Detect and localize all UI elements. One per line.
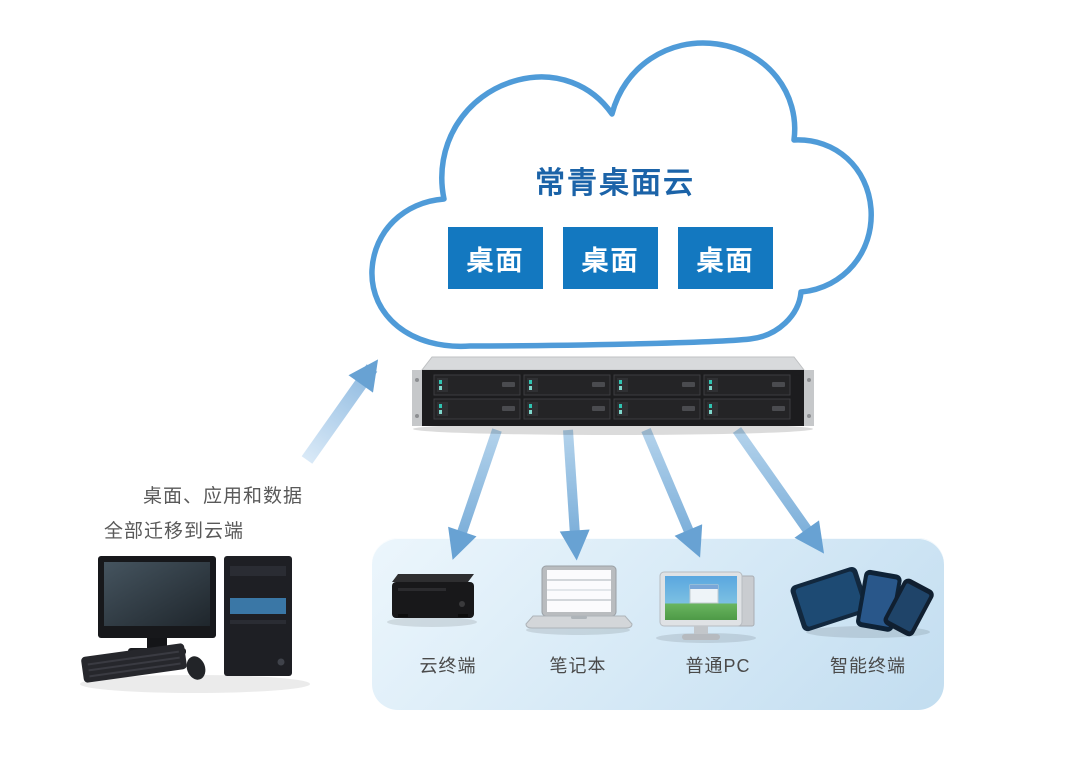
delivery-arrow-1 [448,428,502,560]
device-label-laptop: 笔记本 [549,656,607,676]
device-label-normal-pc: 普通PC [685,656,751,676]
desktop-boxes: 桌面 桌面 桌面 [448,227,773,289]
delivery-arrow-3 [641,428,703,558]
migration-note-line1: 桌面、应用和数据 [143,486,304,507]
delivery-arrow-2 [559,429,590,561]
workstation-icon [80,556,310,693]
migration-note-line2: 全部迁移到云端 [104,521,245,542]
rack-server-icon [412,356,814,435]
desktop-box-3: 桌面 [678,227,773,289]
desktop-box-1: 桌面 [448,227,543,289]
cloud-title: 常青桌面云 [535,167,695,200]
device-label-cloud-terminal: 云终端 [419,656,477,676]
device-label-smart-terminal: 智能终端 [830,656,906,676]
delivery-arrow-4 [732,427,825,554]
desktop-box-2: 桌面 [563,227,658,289]
devices-panel [372,538,944,710]
migration-arrow [301,359,379,464]
